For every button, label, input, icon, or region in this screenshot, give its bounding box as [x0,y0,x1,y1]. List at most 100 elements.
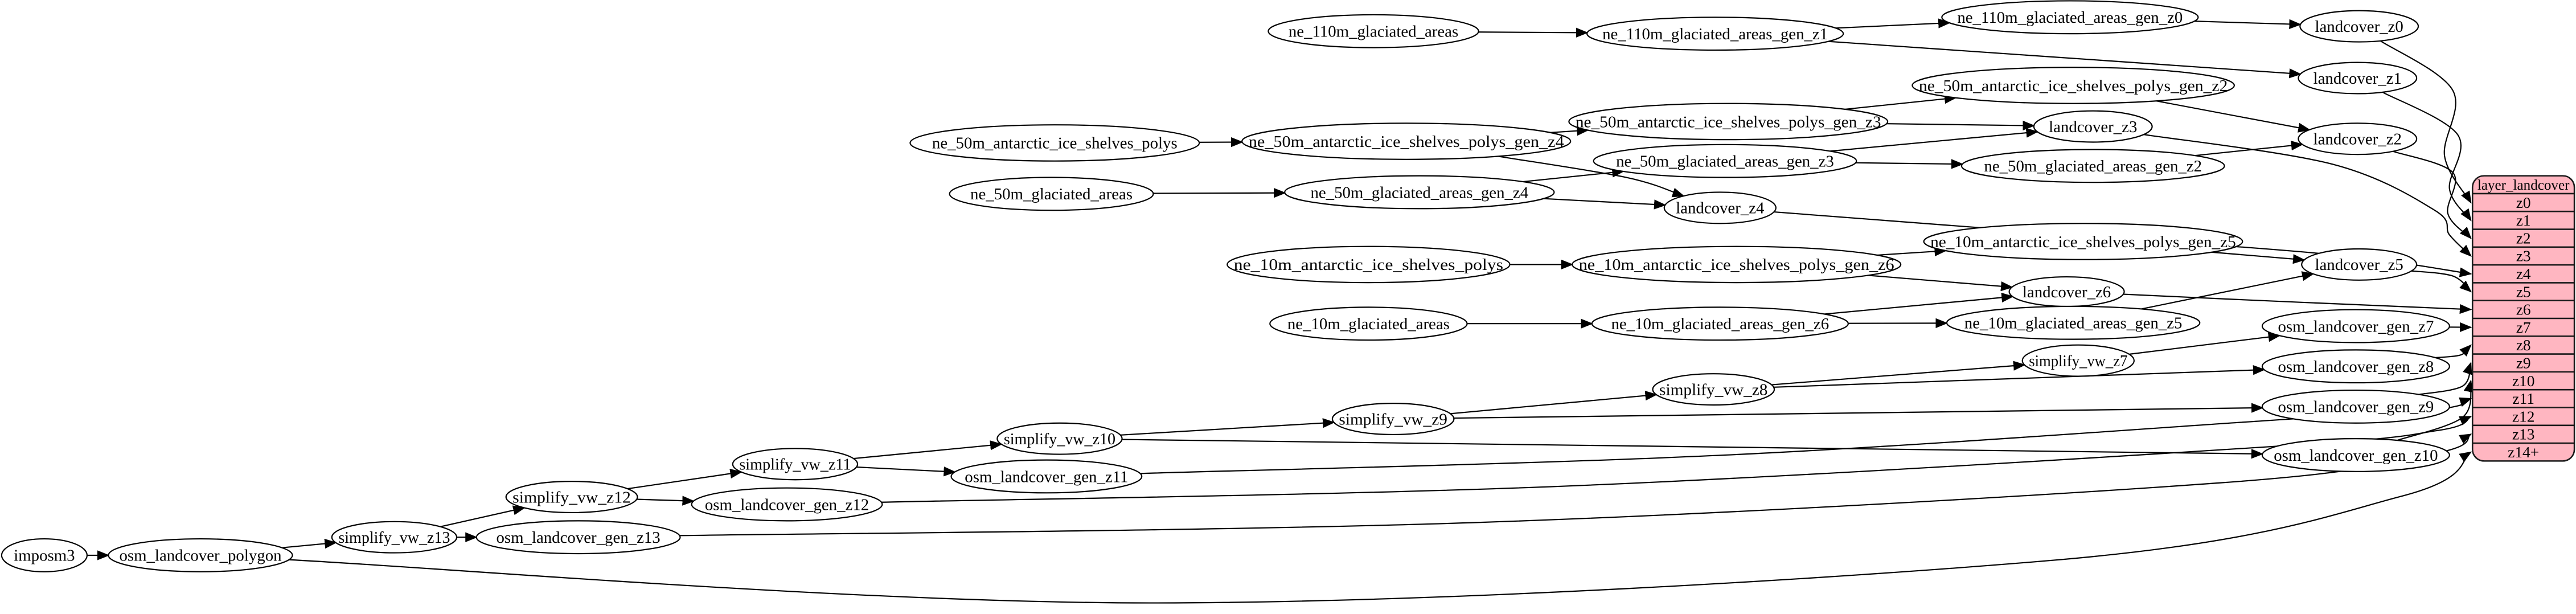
table-row-z6: z6 [2516,301,2531,318]
node-landcover_z4: landcover_z4 [1664,192,1776,223]
node-landcover_z6: landcover_z6 [2009,277,2124,306]
table-row-z8: z8 [2516,337,2531,354]
edge-ne_50m_glaciated_areas_gen_z2-to-landcover_z2 [2194,145,2302,156]
node-label: ne_10m_antarctic_ice_shelves_polys_gen_z… [1930,233,2236,251]
node-simplify_vw_z13: simplify_vw_z13 [332,522,457,553]
node-ne_50m_antarctic_ice_shelves_polys_gen_z4: ne_50m_antarctic_ice_shelves_polys_gen_z… [1242,123,1570,159]
edge-ne_50m_antarctic_ice_shelves_polys_gen_z2-to-landcover_z2 [2156,101,2309,130]
edge-simplify_vw_z12-to-simplify_vw_z11 [627,472,741,489]
node-landcover_z0: landcover_z0 [2300,11,2418,42]
node-ne_10m_glaciated_areas_gen_z6: ne_10m_glaciated_areas_gen_z6 [1592,307,1848,340]
node-label: landcover_z4 [1676,199,1764,218]
node-label: simplify_vw_z11 [739,456,851,474]
node-ne_10m_antarctic_ice_shelves_polys_gen_z6: ne_10m_antarctic_ice_shelves_polys_gen_z… [1572,247,1901,283]
edge-osm_landcover_gen_z12-to-row-z12 [881,416,2471,502]
node-simplify_vw_z11: simplify_vw_z11 [733,448,858,480]
edge-ne_10m_antarctic_ice_shelves_polys_gen_z6-to-landcover_z6 [1868,275,2012,287]
edge-simplify_vw_z8-to-simplify_vw_z7 [1771,365,2024,385]
edge-simplify_vw_z7-to-osm_landcover_gen_z7 [2130,335,2280,354]
edge-ne_50m_antarctic_ice_shelves_polys_gen_z3-to-ne_50m_antarctic_ice_shelves_polys_gen_z2 [1845,98,1956,109]
node-ne_110m_glaciated_areas_gen_z1: ne_110m_glaciated_areas_gen_z1 [1587,17,1843,50]
node-label: ne_50m_antarctic_ice_shelves_polys_gen_z… [1249,133,1564,151]
node-label: ne_50m_antarctic_ice_shelves_polys_gen_z… [1919,77,2228,95]
edge-landcover_z1-to-row-z1 [2382,92,2471,220]
node-label: osm_landcover_gen_z7 [2278,317,2434,335]
node-label: osm_landcover_gen_z9 [2278,398,2434,416]
edge-ne_50m_glaciated_areas_gen_z3-to-landcover_z3 [1830,132,2037,151]
node-ne_50m_antarctic_ice_shelves_polys: ne_50m_antarctic_ice_shelves_polys [910,125,1199,161]
node-label: ne_10m_glaciated_areas_gen_z6 [1611,315,1829,333]
node-ne_50m_antarctic_ice_shelves_polys_gen_z2: ne_50m_antarctic_ice_shelves_polys_gen_z… [1912,67,2234,103]
edge-simplify_vw_z11-to-osm_landcover_gen_z11 [856,467,955,472]
edge-simplify_vw_z13-to-simplify_vw_z12 [441,508,524,527]
node-ne_10m_glaciated_areas_gen_z5: ne_10m_glaciated_areas_gen_z5 [1947,306,2200,339]
node-label: osm_landcover_gen_z12 [705,496,869,514]
node-landcover_z1: landcover_z1 [2298,63,2417,94]
edge-ne_110m_glaciated_areas_gen_z1-to-ne_110m_glaciated_areas_gen_z0 [1836,23,1950,28]
node-label: simplify_vw_z9 [1339,410,1447,428]
edge-simplify_vw_z12-to-osm_landcover_gen_z12 [637,500,694,501]
layer-table-title: layer_landcover [2477,178,2570,193]
node-ne_50m_antarctic_ice_shelves_polys_gen_z3: ne_50m_antarctic_ice_shelves_polys_gen_z… [1569,104,1888,140]
node-label: landcover_z3 [2049,118,2137,136]
node-label: ne_110m_glaciated_areas_gen_z0 [1957,9,2183,27]
node-label: imposm3 [14,547,75,565]
node-imposm3: imposm3 [2,539,87,572]
node-label: ne_10m_antarctic_ice_shelves_polys_gen_z… [1579,256,1894,274]
node-osm_landcover_gen_z13: osm_landcover_gen_z13 [477,521,680,554]
table-row-z5: z5 [2516,283,2531,300]
node-label: ne_50m_glaciated_areas_gen_z2 [1984,157,2202,175]
node-ne_10m_glaciated_areas: ne_10m_glaciated_areas [1270,307,1467,340]
node-label: ne_110m_glaciated_areas [1289,23,1458,41]
node-landcover_z5: landcover_z5 [2302,249,2417,280]
table-row-z10: z10 [2512,373,2535,390]
node-ne_10m_antarctic_ice_shelves_polys: ne_10m_antarctic_ice_shelves_polys [1227,247,1509,283]
node-label: osm_landcover_gen_z10 [2274,447,2438,465]
table-row-z11: z11 [2512,390,2534,407]
node-landcover_z2: landcover_z2 [2298,123,2417,154]
node-label: landcover_z5 [2315,256,2403,274]
node-label: ne_50m_antarctic_ice_shelves_polys [932,134,1178,153]
node-ne_10m_antarctic_ice_shelves_polys_gen_z5: ne_10m_antarctic_ice_shelves_polys_gen_z… [1924,223,2243,259]
table-row-z13: z13 [2512,426,2535,443]
edge-osm_landcover_polygon-to-simplify_vw_z13 [282,543,336,548]
node-label: simplify_vw_z13 [338,529,450,547]
node-osm_landcover_gen_z7: osm_landcover_gen_z7 [2262,310,2450,343]
edge-osm_landcover_gen_z8-to-row-z8 [2435,345,2471,358]
node-label: simplify_vw_z10 [1004,430,1115,448]
edge-ne_50m_antarctic_ice_shelves_polys_gen_z3-to-landcover_z3 [1886,124,2034,125]
edge-ne_10m_antarctic_ice_shelves_polys_gen_z5-to-landcover_z5 [2212,252,2304,260]
node-label: ne_50m_antarctic_ice_shelves_polys_gen_z… [1576,113,1881,131]
node-label: ne_10m_glaciated_areas [1287,315,1450,333]
layer-table: layer_landcoverz0z1z2z3z4z5z6z7z8z9z10z1… [2472,176,2574,461]
node-label: landcover_z6 [2023,283,2111,301]
table-row-z9: z9 [2516,354,2531,371]
node-osm_landcover_polygon: osm_landcover_polygon [108,539,292,572]
node-simplify_vw_z10: simplify_vw_z10 [997,423,1122,455]
edge-ne_10m_antarctic_ice_shelves_polys_gen_z6-to-ne_10m_antarctic_ice_shelves_polys_gen_z5 [1877,251,1946,255]
node-label: osm_landcover_polygon [119,547,281,565]
node-label: osm_landcover_gen_z11 [965,468,1128,486]
node-ne_50m_glaciated_areas_gen_z3: ne_50m_glaciated_areas_gen_z3 [1594,145,1857,178]
node-ne_110m_glaciated_areas_gen_z0: ne_110m_glaciated_areas_gen_z0 [1942,1,2198,34]
node-label: ne_10m_glaciated_areas_gen_z5 [1964,314,2183,333]
node-label: landcover_z2 [2314,130,2402,149]
edge-simplify_vw_z10-to-simplify_vw_z9 [1121,423,1334,435]
table-row-z0: z0 [2516,194,2531,211]
node-osm_landcover_gen_z12: osm_landcover_gen_z12 [692,488,883,521]
node-ne_50m_glaciated_areas_gen_z4: ne_50m_glaciated_areas_gen_z4 [1285,176,1554,209]
node-osm_landcover_gen_z11: osm_landcover_gen_z11 [951,460,1142,493]
edge-landcover_z2-to-row-z2 [2393,152,2471,239]
node-osm_landcover_gen_z10: osm_landcover_gen_z10 [2262,439,2450,472]
edge-ne_10m_glaciated_areas_gen_z5-to-landcover_z5 [2141,274,2313,309]
node-simplify_vw_z7: simplify_vw_z7 [2023,345,2134,376]
table-row-z7: z7 [2516,319,2531,336]
node-label: ne_50m_glaciated_areas_gen_z4 [1310,183,1528,202]
table-row-z1: z1 [2516,212,2531,229]
node-landcover_z3: landcover_z3 [2034,111,2152,142]
node-label: landcover_z1 [2314,69,2402,88]
node-label: osm_landcover_gen_z13 [496,529,660,547]
edge-ne_50m_glaciated_areas_gen_z4-to-landcover_z4 [1543,199,1665,205]
